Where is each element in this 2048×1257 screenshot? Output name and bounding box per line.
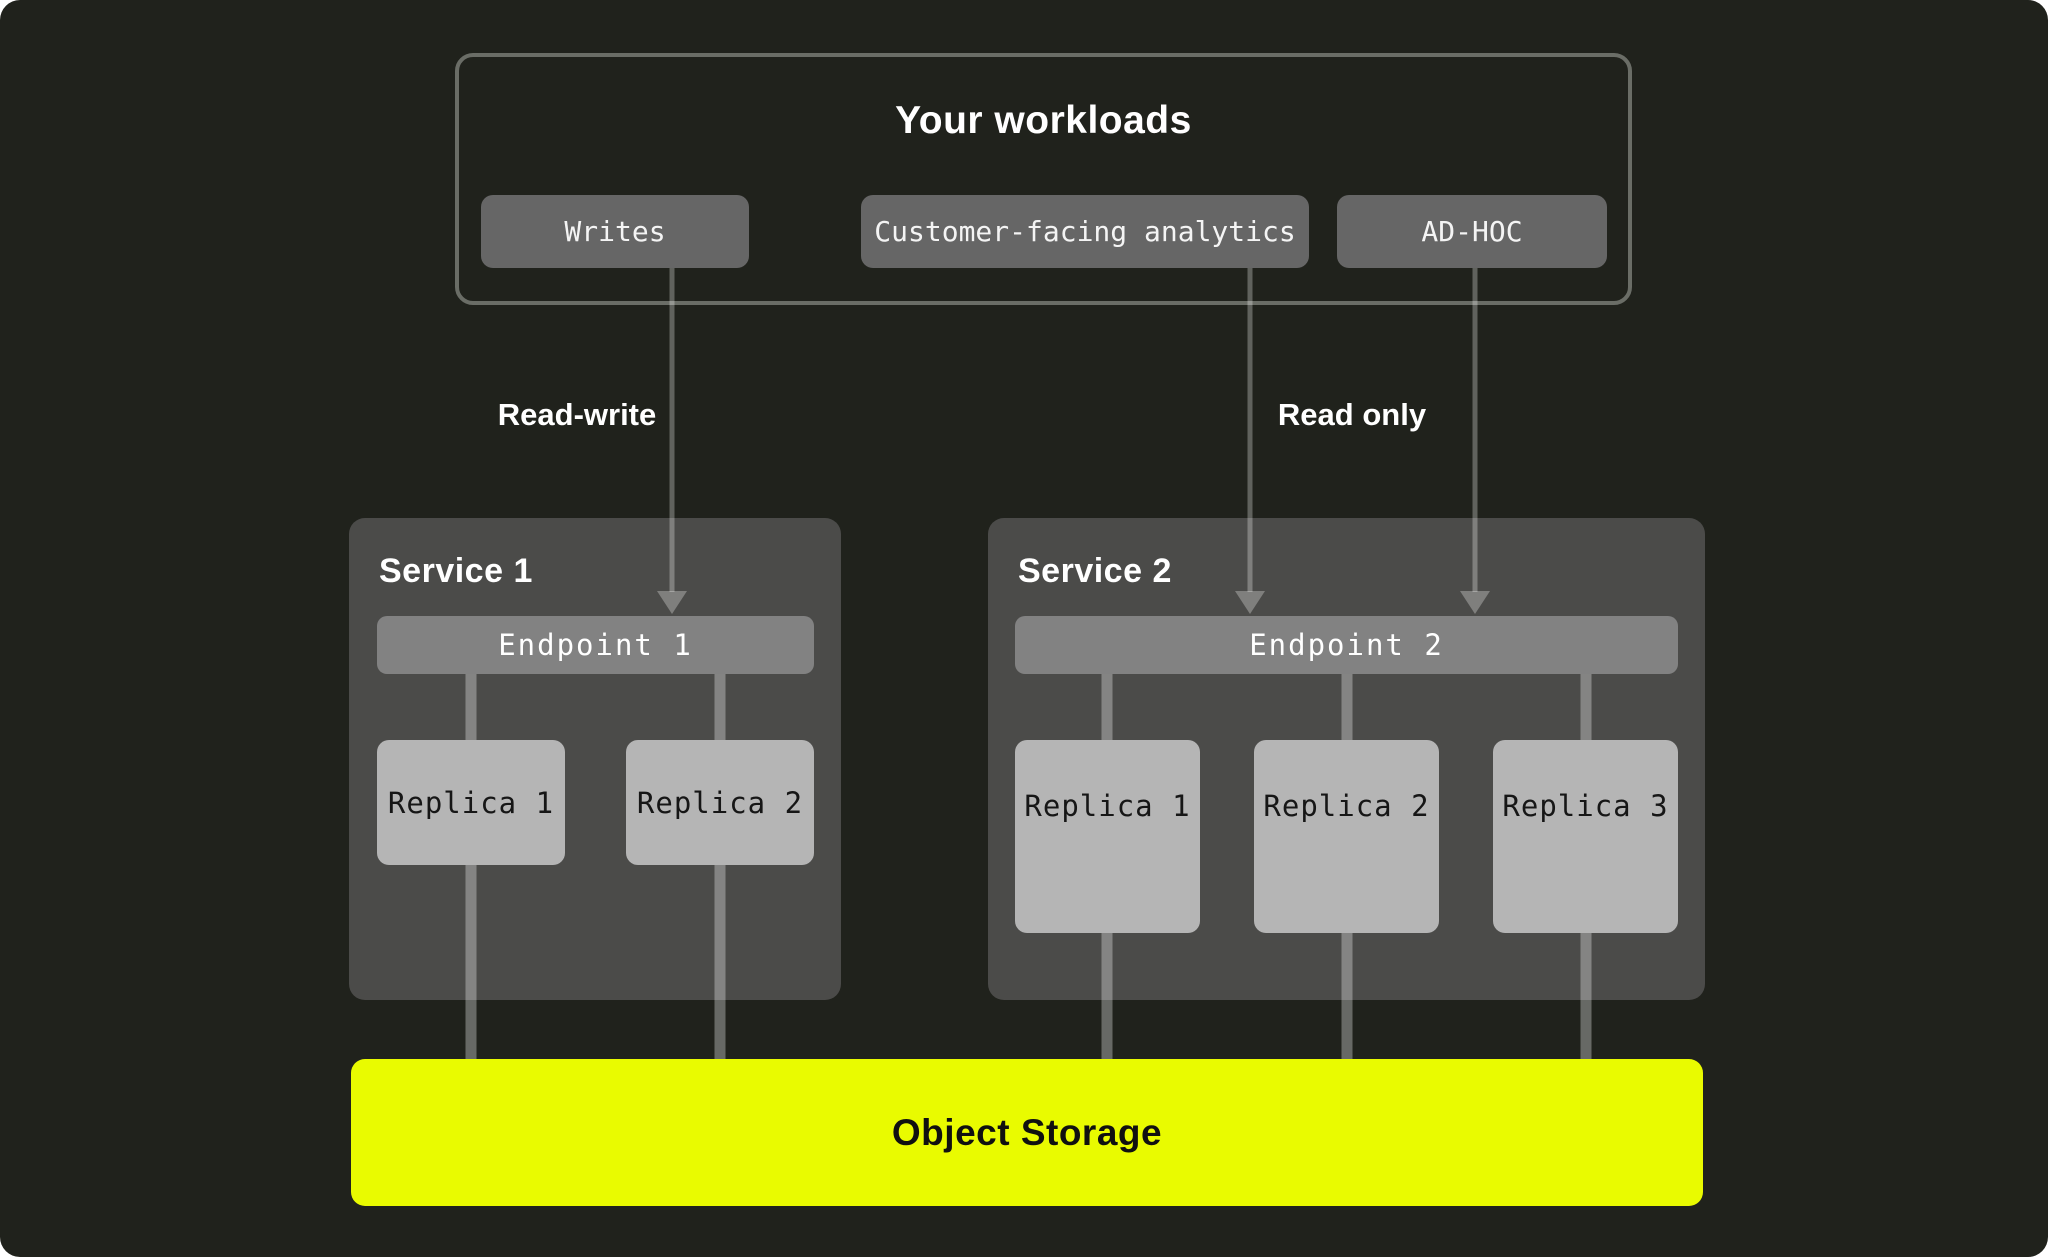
arrow-shaft [1247, 268, 1253, 592]
object-storage-node: Object Storage [351, 1059, 1703, 1206]
service-1-group: Service 1 Endpoint 1 Replica 1 Replica 2 [349, 518, 841, 1000]
workload-node-ad-hoc: AD-HOC [1337, 195, 1607, 268]
arrow-down-icon [1460, 591, 1490, 614]
service-2-replica-2-node: Replica 2 [1254, 740, 1439, 933]
service-1-endpoint-node: Endpoint 1 [377, 616, 814, 674]
read-only-edge-label: Read only [1277, 397, 1427, 432]
service-2-group: Service 2 Endpoint 2 Replica 1 Replica 2… [988, 518, 1705, 1000]
workloads-group: Your workloads Writes Customer-facing an… [455, 53, 1632, 305]
service-1-title: Service 1 [379, 552, 533, 590]
service-1-replica-1-node: Replica 1 [377, 740, 565, 865]
arrow-shaft [1472, 268, 1478, 592]
service-2-title: Service 2 [1018, 552, 1172, 590]
workload-node-customer-facing-analytics: Customer-facing analytics [861, 195, 1309, 268]
arrow-shaft [669, 268, 675, 592]
service-2-endpoint-node: Endpoint 2 [1015, 616, 1678, 674]
service-2-replica-3-node: Replica 3 [1493, 740, 1678, 933]
arrow-down-icon [1235, 591, 1265, 614]
arrow-down-icon [657, 591, 687, 614]
workload-node-writes: Writes [481, 195, 749, 268]
read-write-edge-label: Read-write [497, 397, 657, 432]
service1-replica2-storage-line [714, 674, 726, 1059]
service1-replica1-storage-line [465, 674, 477, 1059]
service-2-replica-1-node: Replica 1 [1015, 740, 1200, 933]
workloads-title: Your workloads [895, 99, 1192, 142]
service-1-replica-2-node: Replica 2 [626, 740, 814, 865]
